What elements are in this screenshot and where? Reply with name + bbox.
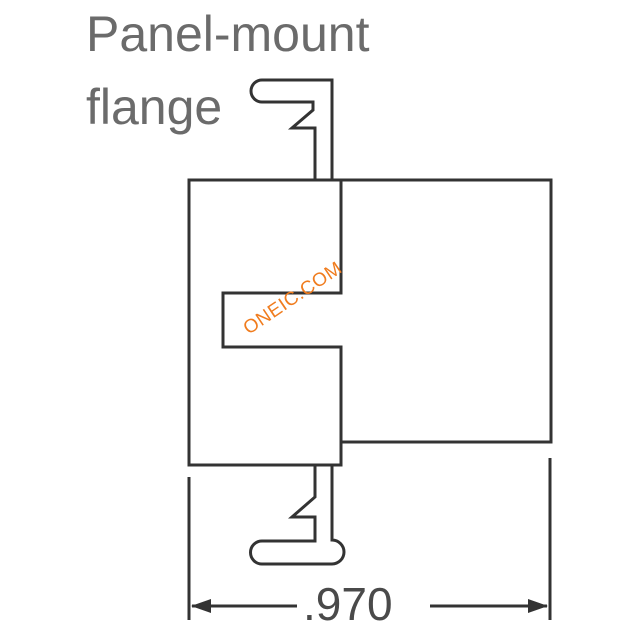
dimension-arrow-right [528,599,548,613]
top-flange [249,78,334,180]
bottom-flange [249,465,346,566]
flange-callout-line2: flange [86,79,223,135]
flange-callout-line1: Panel-mount [86,6,370,62]
right-body [341,178,553,444]
dimension-value: .970 [297,581,399,627]
left-body [187,178,343,467]
dimension-arrow-left [191,599,211,613]
